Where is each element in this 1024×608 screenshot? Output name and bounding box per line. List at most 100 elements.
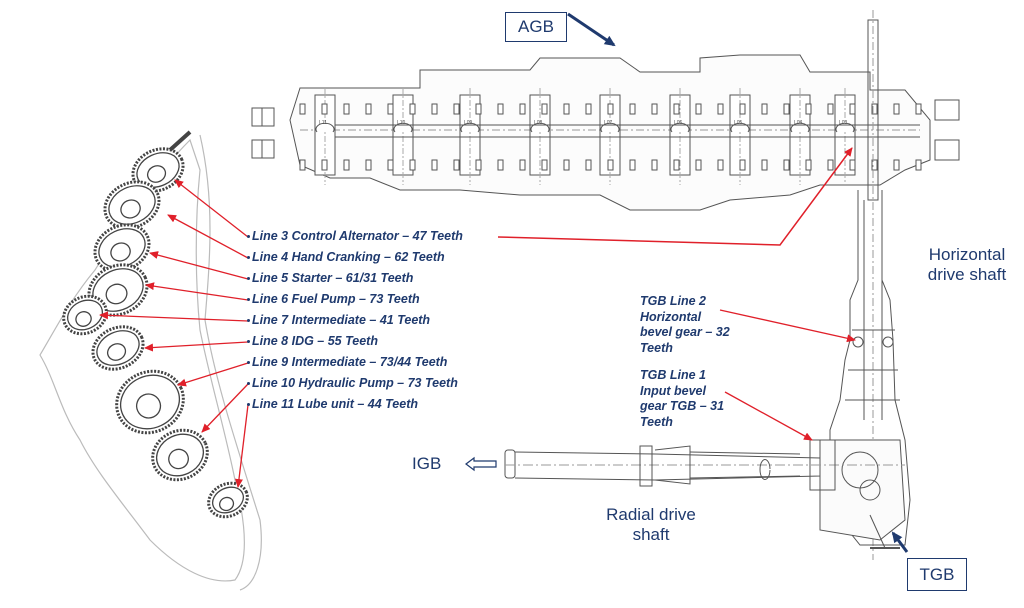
tgb-label-box: TGB xyxy=(907,558,967,591)
agb-bearing xyxy=(783,103,790,115)
agb-bearing xyxy=(365,103,372,115)
agb-bearing xyxy=(739,103,746,115)
agb-bearing xyxy=(893,103,900,115)
gear-leader-line xyxy=(234,404,249,488)
gear-line-text: Line 5 Starter – 61/31 Teeth xyxy=(252,271,414,285)
agb-bearing xyxy=(453,159,460,171)
gear xyxy=(115,369,185,435)
agb-bearing xyxy=(321,159,328,171)
agb-bearing xyxy=(871,159,878,171)
gear-hub xyxy=(75,311,92,327)
agb-shaft-line xyxy=(335,124,920,138)
igb-hollow-arrow xyxy=(465,456,497,472)
agb-bearing xyxy=(497,103,504,115)
tgb-line1-leader xyxy=(724,391,813,441)
horizontal-drive-shaft-label: Horizontal drive shaft xyxy=(912,245,1022,285)
bullet-icon xyxy=(247,235,250,239)
gear-line-label: Line 7 Intermediate – 41 Teeth xyxy=(247,313,430,328)
tgb-line2-title: TGB Line 2 xyxy=(640,294,706,308)
gear-leader-line xyxy=(99,311,249,322)
tgb-line1-title: TGB Line 1 xyxy=(640,368,706,382)
igb-label: IGB xyxy=(412,454,442,473)
agb-bearing xyxy=(695,159,702,171)
agb-gear-tag: L07 xyxy=(604,120,613,126)
gear xyxy=(151,428,209,482)
gear-line-label: Line 9 Intermediate – 73/44 Teeth xyxy=(247,355,447,370)
tgb-line2-text: bevel gear – 32 xyxy=(640,325,730,339)
agb-label-box: AGB xyxy=(505,12,567,42)
agb-bearing xyxy=(761,159,768,171)
gear xyxy=(131,147,185,193)
agb-bearing xyxy=(387,103,394,115)
agb-bearing xyxy=(343,103,350,115)
agb-bearing xyxy=(673,103,680,115)
agb-bearing xyxy=(607,159,614,171)
tgb-callout-arrow xyxy=(891,531,909,553)
agb-bearing xyxy=(651,159,658,171)
gear-line-label: Line 5 Starter – 61/31 Teeth xyxy=(247,271,413,286)
agb-bearing xyxy=(431,159,438,171)
agb-bearing xyxy=(321,103,328,115)
gear-leader-line xyxy=(174,179,249,238)
gear-line-label: Line 8 IDG – 55 Teeth xyxy=(247,334,378,349)
agb-bearing xyxy=(849,159,856,171)
gear-line-label: Line 11 Lube unit – 44 Teeth xyxy=(247,397,418,412)
gear-hub xyxy=(120,199,141,219)
agb-bearing xyxy=(585,103,592,115)
gear-line-label: Line 10 Hydraulic Pump – 73 Teeth xyxy=(247,376,458,391)
agb-bearing xyxy=(343,159,350,171)
gear-leader-line xyxy=(149,251,249,280)
tgb-line1-label: TGB Line 1 Input bevel gear TGB – 31 Tee… xyxy=(640,368,760,430)
bullet-icon xyxy=(247,382,250,386)
gear-line-text: Line 7 Intermediate – 41 Teeth xyxy=(252,313,431,327)
tgb-line1-text: gear TGB – 31 xyxy=(640,399,725,413)
agb-bearing xyxy=(409,159,416,171)
gear-hub xyxy=(146,165,167,183)
agb-gear-tag: L05 xyxy=(734,120,743,126)
gear-line-text: Line 9 Intermediate – 73/44 Teeth xyxy=(252,355,448,369)
horizontal-drive-shaft-line1: Horizontal xyxy=(928,245,1006,264)
agb-bearing xyxy=(497,159,504,171)
agb-bearing xyxy=(739,159,746,171)
bullet-icon xyxy=(247,277,250,281)
radial-drive-shaft-label: Radial drive shaft xyxy=(596,505,706,545)
agb-bearing xyxy=(805,103,812,115)
agb-gear-tag: L06 xyxy=(674,120,683,126)
agb-bearing xyxy=(871,103,878,115)
agb-bearing xyxy=(563,159,570,171)
gear-hub xyxy=(106,343,127,361)
gear-line-label: Line 6 Fuel Pump – 73 Teeth xyxy=(247,292,420,307)
agb-gear-tag: L11 xyxy=(319,120,327,126)
agb-bearing xyxy=(541,159,548,171)
bullet-icon xyxy=(247,340,250,344)
gear-line-label: Line 4 Hand Cranking – 62 Teeth xyxy=(247,250,445,265)
gear-leader-line xyxy=(201,383,249,433)
gear-stack-housing xyxy=(39,134,262,591)
agb-bearing xyxy=(475,103,482,115)
rotation-arrow-icon xyxy=(315,122,335,133)
agb-bearing xyxy=(387,159,394,171)
gear-line-text: Line 6 Fuel Pump – 73 Teeth xyxy=(252,292,420,306)
gear-hub xyxy=(135,393,162,419)
agb-bearing xyxy=(893,159,900,171)
gear-line-text: Line 11 Lube unit – 44 Teeth xyxy=(252,397,419,411)
agb-bearing xyxy=(431,103,438,115)
agb-bearing xyxy=(717,103,724,115)
gear-hub xyxy=(168,448,189,470)
bullet-icon xyxy=(247,361,250,365)
agb-callout-arrow xyxy=(567,12,616,47)
gear-hub xyxy=(105,283,128,305)
gear xyxy=(87,263,149,317)
agb-bearing xyxy=(541,103,548,115)
agb-gear-tag: L08 xyxy=(534,120,543,126)
agb-gear-tag: L04 xyxy=(794,120,803,126)
tgb-line2-text: Teeth xyxy=(640,340,673,355)
agb-bearing xyxy=(299,103,306,115)
bullet-icon xyxy=(247,403,250,407)
gear xyxy=(91,325,145,371)
agb-gear-tag: L10 xyxy=(397,120,406,126)
gear-leader-line xyxy=(167,214,249,259)
agb-gear-tag: L09 xyxy=(464,120,473,126)
